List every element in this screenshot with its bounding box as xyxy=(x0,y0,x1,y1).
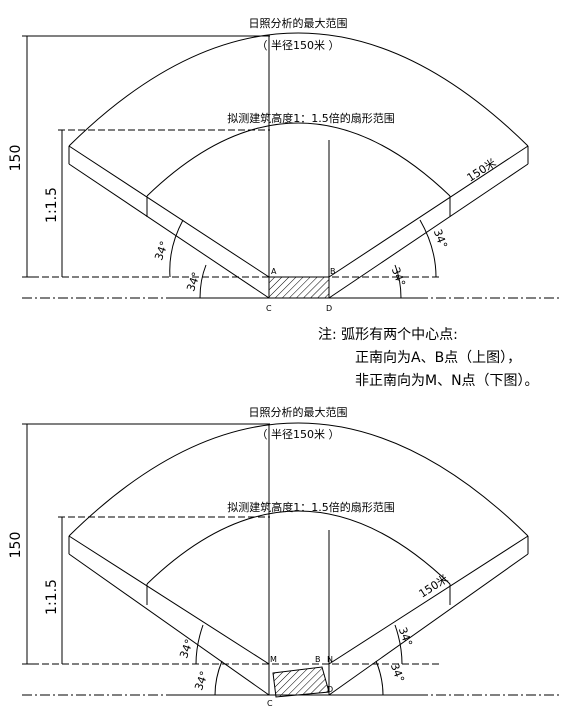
top-left-dim-label: 150 xyxy=(8,145,24,172)
note-line-2: 非正南向为M、N点（下图）。 xyxy=(355,373,539,389)
bottom-angle-label-right-outer: 34° xyxy=(396,625,415,648)
bottom-angle-label-right-inner: 34° xyxy=(388,661,407,684)
bottom-inner-arc xyxy=(146,510,451,585)
top-radius-note: （ 半径150米 ） xyxy=(257,38,340,52)
bottom-fan-right-bottom-edge xyxy=(328,553,529,696)
bottom-fan-left-top-edge xyxy=(68,535,270,665)
top-fan-left-bottom-edge xyxy=(68,163,270,299)
top-fan-right-top-edge xyxy=(328,145,529,278)
top-angle-label-left-inner: 34° xyxy=(184,270,203,293)
top-ratio-label: 1:1.5 xyxy=(44,187,60,223)
top-point-label: B xyxy=(330,267,336,276)
top-angle-arc-left-inner xyxy=(199,264,207,299)
top-fan-left-top-edge xyxy=(68,145,270,278)
top-angle-label-left-outer: 34° xyxy=(152,239,171,262)
bottom-fan-left-bottom-edge xyxy=(68,553,270,696)
top-max-range-title: 日照分析的最大范围 xyxy=(249,16,348,30)
top-outer-arc xyxy=(68,32,529,147)
top-building-footprint xyxy=(268,276,330,299)
bottom-ratio-label: 1:1.5 xyxy=(44,579,60,615)
bottom-max-range-title: 日照分析的最大范围 xyxy=(249,405,348,419)
top-angle-arc-left-outer xyxy=(169,219,184,278)
top-fan-right-bottom-edge xyxy=(328,163,529,299)
top-angle-arc-right-inner xyxy=(394,264,402,299)
bottom-left-dim-label: 150 xyxy=(8,532,24,559)
bottom-fan-right-top-edge xyxy=(328,535,529,665)
bottom-point-label: N xyxy=(327,655,333,664)
bottom-point-label: C xyxy=(267,699,273,708)
top-point-label: A xyxy=(271,267,277,276)
bottom-angle-arc-left-outer xyxy=(195,624,204,665)
bottom-outer-arc xyxy=(68,422,529,537)
top-radius-label: 150米 xyxy=(465,156,499,184)
note-line-1: 正南向为A、B点（上图）， xyxy=(355,350,522,366)
bottom-angle-label-left-outer: 34° xyxy=(177,637,196,660)
bottom-angle-arc-right-outer xyxy=(394,624,403,665)
bottom-angle-arc-right-inner xyxy=(375,660,384,696)
bottom-building-footprint xyxy=(272,666,330,698)
bottom-radius-note: （ 半径150米 ） xyxy=(257,427,340,441)
top-diagram: 日照分析的最大范围 （ 半径150米 ） 拟测建筑高度1：1.5倍的扇形范围 1… xyxy=(8,16,560,313)
top-fan-title: 拟测建筑高度1：1.5倍的扇形范围 xyxy=(227,111,395,125)
top-angle-label-right-outer: 34° xyxy=(431,227,450,250)
top-angle-label-right-inner: 34° xyxy=(389,265,408,288)
bottom-point-label: D xyxy=(327,685,333,694)
top-inner-arc xyxy=(146,122,451,197)
bottom-angle-arc-left-inner xyxy=(214,660,223,696)
bottom-angle-label-left-inner: 34° xyxy=(192,669,211,692)
note-title: 注: 弧形有两个中心点: xyxy=(318,327,458,343)
top-angle-arc-right-outer xyxy=(419,219,437,278)
top-point-label: C xyxy=(266,304,272,313)
bottom-fan-title: 拟测建筑高度1：1.5倍的扇形范围 xyxy=(227,500,395,514)
bottom-point-label: M xyxy=(270,655,277,664)
top-point-label: D xyxy=(326,304,332,313)
bottom-diagram: 日照分析的最大范围 （ 半径150米 ） 拟测建筑高度1：1.5倍的扇形范围 1… xyxy=(8,405,560,708)
bottom-point-label: B xyxy=(315,655,321,664)
